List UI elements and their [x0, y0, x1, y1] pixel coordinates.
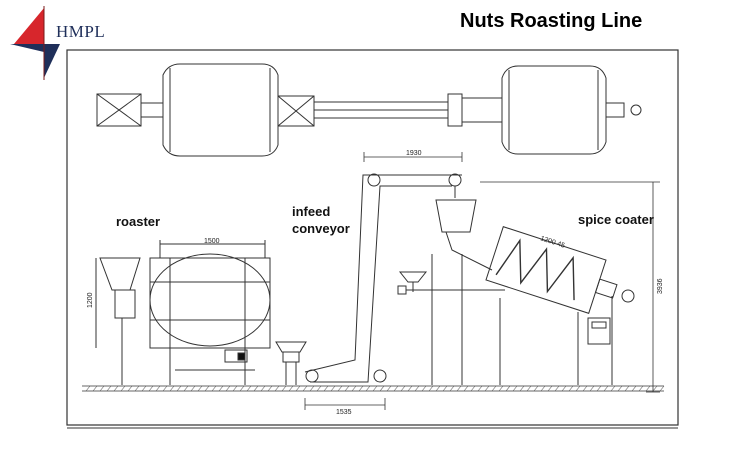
roaster-label: roaster	[116, 214, 161, 229]
dim-overall-height: 3936	[657, 278, 664, 294]
spice-coater	[397, 199, 635, 385]
dim-roaster-width: 1500	[204, 238, 220, 245]
drawing-frame	[66, 49, 679, 426]
dim-conveyor-base: 1535	[336, 409, 352, 416]
company-logo-text: HMPL	[56, 22, 106, 41]
page-title: Nuts Roasting Line	[460, 10, 643, 32]
roaster-side-view	[95, 240, 271, 385]
ground-hatching	[85, 385, 665, 392]
overall-height-dimension	[480, 181, 660, 393]
infeed-conveyor-label-line1: infeed	[292, 204, 331, 219]
dim-conveyor-top: 1930	[406, 150, 422, 157]
conveyor-base-dimension	[304, 398, 386, 410]
dim-roaster-height: 1200	[87, 292, 94, 308]
top-view-roaster-drum	[96, 63, 642, 157]
infeed-conveyor-label-line2: conveyor	[292, 221, 350, 236]
conveyor-top-dimension	[363, 152, 463, 162]
hmpl-logo-icon	[10, 6, 60, 80]
infeed-conveyor	[304, 173, 462, 383]
spice-coater-label: spice coater	[578, 212, 654, 227]
dim-coater-length: 1200 45	[539, 235, 565, 250]
infeed-hopper	[275, 341, 307, 385]
